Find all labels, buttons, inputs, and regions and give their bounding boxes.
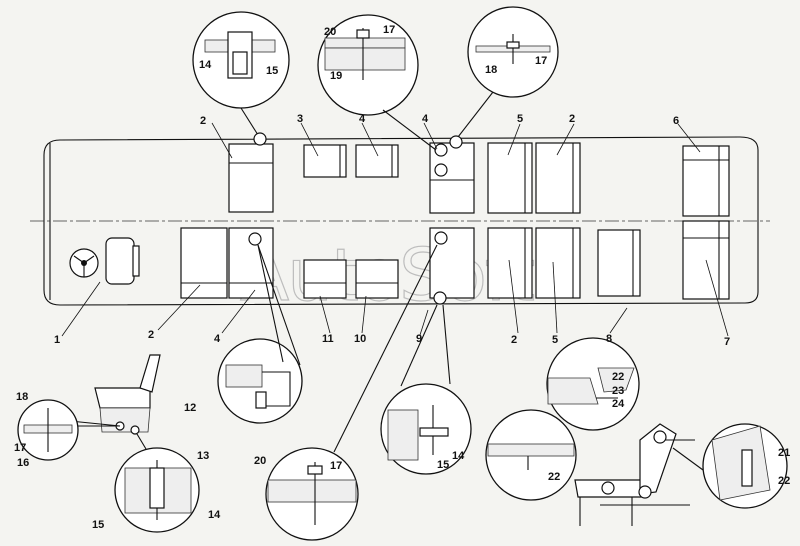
bottom-row-seats [180,220,730,300]
callout-17: 17 [383,24,395,36]
callout-24: 24 [612,398,625,410]
driver-seat [105,237,135,285]
callout-22: 22 [612,371,624,383]
detail-circle-mid-left [217,244,303,424]
callout-2: 2 [200,115,206,127]
callout-5: 5 [517,113,523,125]
detail-circle-mid-right [380,291,472,475]
callout-12: 12 [184,402,196,414]
leader-lines [61,122,729,337]
callout-7: 7 [724,336,730,348]
callout-15: 15 [437,459,449,471]
passenger-seat-right [574,423,695,526]
callout-21: 21 [778,447,790,459]
driver-seat-back [132,245,140,277]
callout-14: 14 [452,450,465,462]
detail-circle-top-left [192,11,290,146]
callout-13: 13 [197,450,209,462]
detail-circle-fixing-22 [485,409,577,501]
callout-20: 20 [324,26,336,38]
callout-14: 14 [199,59,212,71]
detail-circle-far-right [672,423,788,509]
callout-18: 18 [16,391,28,403]
callout-1: 1 [54,334,60,346]
callout-8: 8 [606,333,612,345]
steering-wheel-icon [69,248,99,278]
callout-22: 22 [778,475,790,487]
callout-17: 17 [535,55,547,67]
callout-15: 15 [266,65,278,77]
detail-circle-seat-left [17,399,79,461]
seat-side-view [59,354,161,435]
detail-circle-top-center [317,14,437,151]
callout-9: 9 [416,333,422,345]
callout-18: 18 [485,64,497,76]
callout-14: 14 [208,509,221,521]
detail-circle-bottom-center [265,244,438,541]
bus-body-outline [43,136,759,306]
callout-4: 4 [422,113,429,125]
callout-17: 17 [330,460,342,472]
callout-17: 17 [14,442,26,454]
callout-2: 2 [148,329,154,341]
callout-15: 15 [92,519,104,531]
callout-19: 19 [330,70,342,82]
callout-22: 22 [548,471,560,483]
detail-circle-top-right [449,6,559,149]
callout-23: 23 [612,385,624,397]
callout-4: 4 [214,333,221,345]
callout-4: 4 [359,113,366,125]
detail-circle-upper-right [546,337,640,431]
callout-16: 16 [17,457,29,469]
callout-20: 20 [254,455,266,467]
callout-10: 10 [354,333,366,345]
top-row-seats [228,142,730,217]
callout-2: 2 [511,334,517,346]
callout-11: 11 [322,333,334,345]
callout-3: 3 [297,113,303,125]
callout-2: 2 [569,113,575,125]
callout-6: 6 [673,115,679,127]
callout-5: 5 [552,334,558,346]
detail-circle-seat-bottom [114,433,200,533]
